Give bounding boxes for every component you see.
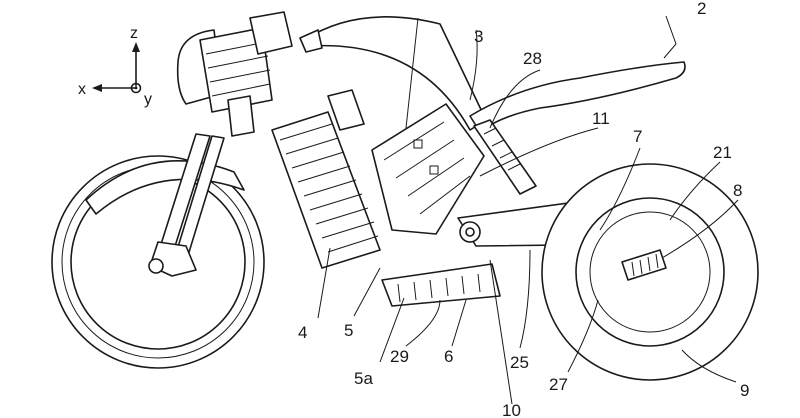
shock-spring <box>483 127 521 171</box>
leader-2 <box>663 15 677 59</box>
z-axis-arrow <box>132 42 140 52</box>
y-axis-label: y <box>144 91 152 108</box>
coordinate-axes: z x y <box>78 25 152 108</box>
rear-hub-ring <box>589 211 711 333</box>
ref-label-9: 9 <box>740 381 749 400</box>
battery-connector <box>327 89 365 131</box>
leader-29 <box>405 299 441 347</box>
leader-4 <box>317 247 331 319</box>
tail-section <box>299 16 686 133</box>
steering-stem <box>227 95 255 137</box>
controller-unit <box>371 103 485 235</box>
ref-label-2: 2 <box>697 0 706 18</box>
module-5a <box>381 263 501 307</box>
leader-5a <box>379 297 405 363</box>
controller-screw <box>429 165 439 175</box>
leader-3 <box>469 29 478 101</box>
ref-label-8: 8 <box>733 181 742 200</box>
pivot-10 <box>459 221 481 243</box>
rear-wheel <box>541 163 759 381</box>
leader-28 <box>489 69 541 129</box>
leader-7 <box>599 147 641 231</box>
front-fork <box>148 11 293 277</box>
battery-cells <box>279 123 379 253</box>
ref-label-29: 29 <box>390 347 409 366</box>
ref-label-5: 5 <box>344 321 353 340</box>
controller-housing <box>371 103 485 235</box>
leader-27 <box>567 299 599 373</box>
leader-frame <box>405 17 419 129</box>
ref-label-25: 25 <box>510 353 529 372</box>
ref-label-5a: 5a <box>354 369 373 388</box>
ref-label-21: 21 <box>713 143 732 162</box>
leader-25 <box>519 249 531 349</box>
leader-9 <box>681 349 737 383</box>
headlight-housing <box>199 27 273 113</box>
module-ribs <box>397 273 481 303</box>
frame-front-tab <box>299 29 323 53</box>
reference-numerals: 2 3 28 11 7 21 8 4 5 5a 29 6 25 27 9 10 <box>298 0 749 418</box>
battery-pack <box>271 89 381 269</box>
y-axis-circle <box>130 82 142 94</box>
ref-label-10: 10 <box>502 401 521 418</box>
housing-ribs <box>205 41 271 97</box>
x-axis-label: x <box>78 81 86 98</box>
z-axis-label: z <box>130 25 138 42</box>
lower-module <box>381 263 501 307</box>
ref-label-3: 3 <box>474 27 483 46</box>
leader-10 <box>489 259 513 405</box>
shock-body <box>473 119 537 195</box>
battery-body <box>271 111 381 269</box>
upper-frame <box>303 16 487 131</box>
leader-lines <box>317 15 739 405</box>
front-axle <box>148 258 164 274</box>
rear-shock <box>473 119 537 195</box>
motor-fins <box>631 253 659 277</box>
leader-11 <box>479 127 599 177</box>
ref-label-7: 7 <box>633 127 642 146</box>
ref-label-6: 6 <box>444 347 453 366</box>
leader-6 <box>451 299 467 347</box>
leader-5 <box>353 267 381 317</box>
seat-2 <box>469 61 686 133</box>
controller-screw <box>413 139 423 149</box>
rear-rim <box>575 197 725 347</box>
pivot-center <box>465 227 475 237</box>
leader-21 <box>669 161 721 221</box>
ref-label-28: 28 <box>523 49 542 68</box>
y-axis-dot <box>134 86 138 90</box>
leader-8 <box>661 199 739 259</box>
ref-label-11: 11 <box>592 109 610 128</box>
ref-label-4: 4 <box>298 323 307 342</box>
handlebar-clamp <box>249 11 293 55</box>
ref-label-27: 27 <box>549 375 568 394</box>
x-axis-arrow <box>92 84 102 92</box>
